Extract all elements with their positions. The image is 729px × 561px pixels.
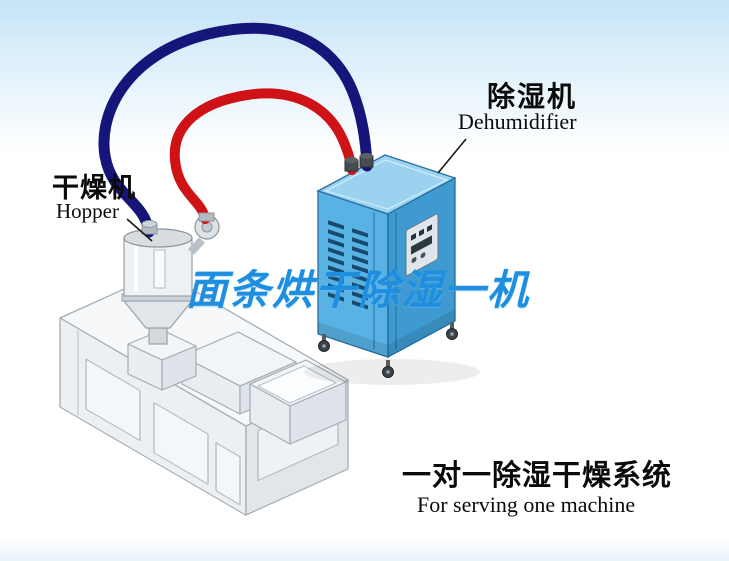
dehumidifier-label-title: 除湿机 xyxy=(487,81,578,112)
hopper-lid xyxy=(123,228,193,248)
hopper-lid-cap xyxy=(141,220,158,235)
extruder-front-face xyxy=(59,317,247,517)
dehumidifier-label-subtitle: Dehumidifier xyxy=(458,109,577,134)
dehumidifier-front-face xyxy=(317,190,389,359)
extruder-door-panel xyxy=(85,358,141,442)
extruder-door-panel xyxy=(215,442,241,506)
extruder-illustration xyxy=(59,271,349,517)
panel-knob xyxy=(420,252,426,259)
caption-subtitle: For serving one machine xyxy=(417,492,636,517)
loader-collar xyxy=(198,212,215,222)
extruder-door-panel xyxy=(153,402,209,485)
caption-title: 一对一除湿干燥系统 xyxy=(402,460,673,492)
hopper-label-title: 干燥机 xyxy=(52,173,136,203)
dehumidifier-pointer-line xyxy=(437,138,467,174)
watermark: 面条烘干除湿一机 xyxy=(186,267,530,313)
hopper-pedestal xyxy=(127,329,197,391)
hopper-illustration xyxy=(121,214,220,345)
hopper-label-subtitle: Hopper xyxy=(56,199,119,223)
panel-display xyxy=(411,235,432,255)
extruder-end-cabinet xyxy=(249,359,347,445)
hopper-neck xyxy=(148,327,168,345)
control-panel xyxy=(405,213,439,277)
panel-knob xyxy=(411,257,417,263)
vent-grille-icon xyxy=(328,220,368,310)
hopper-sight-glass xyxy=(153,249,166,289)
pipe-fittings xyxy=(344,153,374,172)
blue-return-pipe xyxy=(98,22,373,238)
dehumidifier-side-face xyxy=(387,177,456,358)
red-supply-pipe xyxy=(169,88,357,224)
caster-wheels xyxy=(318,322,458,378)
hopper-pointer-line xyxy=(126,218,153,242)
dehumidifier-illustration xyxy=(316,154,458,378)
